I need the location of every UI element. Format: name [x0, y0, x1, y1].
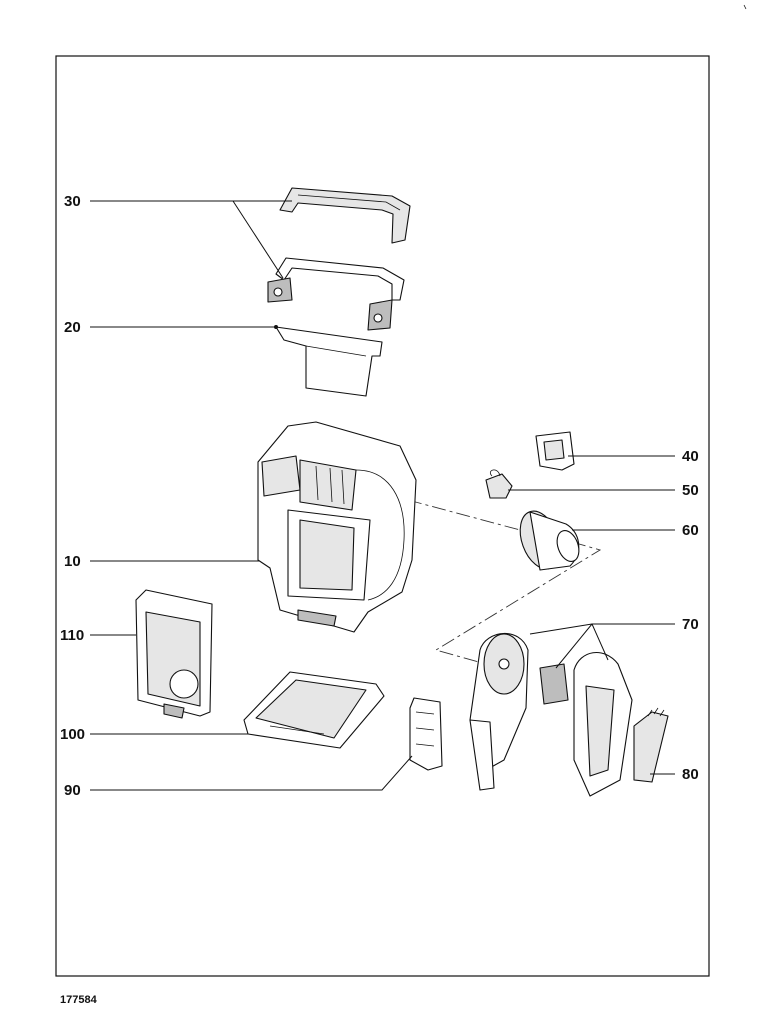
part-30-handle [267, 187, 411, 331]
part-20-plate [274, 325, 383, 397]
part-110-side-panel [135, 589, 213, 719]
callout-50: 50 [682, 482, 699, 499]
callout-30: 30 [64, 193, 81, 210]
part-90-cover [409, 697, 443, 771]
callout-10: 10 [64, 553, 81, 570]
callout-60: 60 [682, 522, 699, 539]
callout-70: 70 [682, 616, 699, 633]
document-id: 177584 [60, 994, 98, 1006]
part-80-brush [633, 707, 669, 783]
callout-80: 80 [682, 766, 699, 783]
part-50-latch [485, 469, 513, 499]
callout-110: 110 [60, 627, 84, 644]
callout-100: 100 [60, 726, 85, 743]
part-40-clip [535, 431, 575, 471]
assembly-lines [407, 499, 602, 669]
part-70-wheel-housing [469, 632, 633, 797]
diagram-frame [55, 55, 710, 977]
callout-40: 40 [682, 448, 699, 465]
callout-20: 20 [64, 319, 81, 336]
part-60-filter-cup [519, 510, 580, 571]
leader-lines [90, 200, 675, 791]
callout-90: 90 [64, 782, 81, 799]
part-10-main-body [257, 421, 417, 633]
corner-mark [743, 4, 747, 10]
part-100-tray [243, 671, 385, 749]
